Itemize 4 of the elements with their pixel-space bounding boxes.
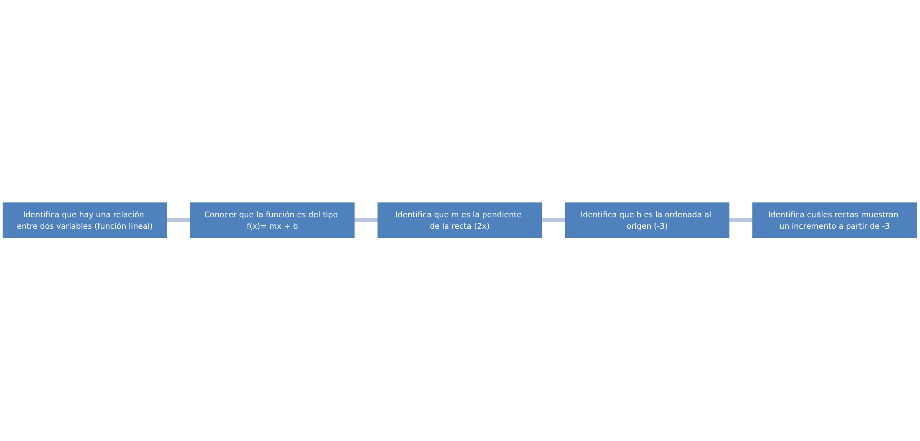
connector	[542, 218, 566, 222]
connector	[354, 218, 378, 222]
connector	[729, 218, 753, 222]
connector	[167, 218, 191, 222]
